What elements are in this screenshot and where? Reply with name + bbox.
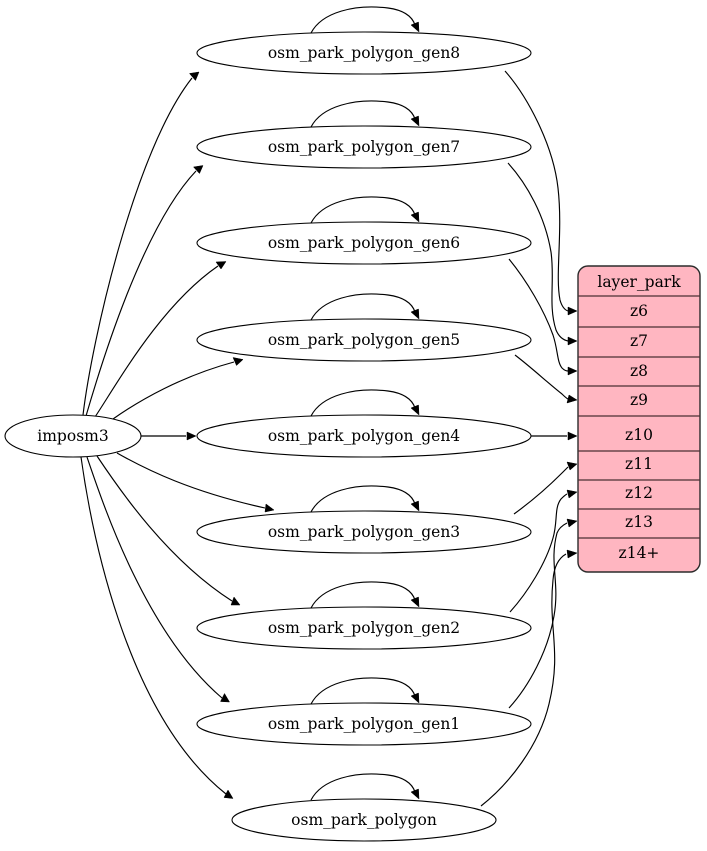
node-imposm3-label: imposm3 (37, 427, 108, 445)
self-loop-gen1 (310, 677, 420, 705)
layer-park-table[interactable]: layer_park z6 z7 z8 z9 z10 (577, 265, 701, 573)
table-row-z14plus[interactable]: z14+ (619, 544, 660, 562)
node-osm-park-polygon-gen6-label: osm_park_polygon_gen6 (268, 234, 460, 252)
edge-imposm3-to-gen3 (116, 452, 275, 513)
node-imposm3[interactable]: imposm3 (4, 414, 142, 458)
edge-gen8-to-z6 (504, 70, 578, 316)
edge-gen2-to-z12 (509, 489, 578, 613)
table-row-z14plus-label: z14+ (619, 544, 660, 562)
self-loop-gen2 (310, 581, 420, 609)
node-osm-park-polygon-label: osm_park_polygon (291, 811, 437, 829)
self-loop-edges (310, 6, 420, 801)
layer-park-title: layer_park (597, 273, 681, 291)
edges-from-imposm3 (80, 71, 275, 799)
table-row-z7[interactable]: z7 (578, 332, 700, 358)
edge-imposm3-to-osm-park-polygon (80, 456, 234, 799)
node-osm-park-polygon-gen1-shape[interactable] (196, 702, 532, 746)
node-osm-park-polygon-gen6[interactable]: osm_park_polygon_gen6 (196, 221, 532, 265)
table-row-z12-label: z12 (625, 484, 653, 502)
graph-nodes: imposm3 osm_park_polygon_gen8 osm_park_p… (4, 31, 532, 842)
node-osm-park-polygon-gen8-label: osm_park_polygon_gen8 (268, 44, 460, 62)
table-row-z8-label: z8 (630, 362, 648, 380)
node-osm-park-polygon-gen2[interactable]: osm_park_polygon_gen2 (196, 606, 532, 650)
node-osm-park-polygon-shape[interactable] (231, 798, 497, 842)
edge-imposm3-to-gen5 (112, 357, 244, 420)
table-row-z9[interactable]: z9 (578, 391, 700, 417)
table-row-z11-label: z11 (625, 455, 653, 473)
self-loop-gen6 (310, 196, 420, 224)
layer-park-table-box (577, 265, 701, 573)
node-osm-park-polygon-gen5[interactable]: osm_park_polygon_gen5 (196, 318, 532, 362)
edge-imposm3-to-gen8 (82, 71, 200, 416)
node-osm-park-polygon-gen7[interactable]: osm_park_polygon_gen7 (196, 125, 532, 169)
node-imposm3-shape[interactable] (4, 414, 142, 458)
node-osm-park-polygon-gen2-shape[interactable] (196, 606, 532, 650)
self-loop-gen8 (310, 6, 420, 34)
table-row-z8[interactable]: z8 (578, 362, 700, 387)
node-osm-park-polygon-gen3-shape[interactable] (196, 510, 532, 554)
node-osm-park-polygon-gen7-label: osm_park_polygon_gen7 (268, 138, 460, 156)
node-osm-park-polygon[interactable]: osm_park_polygon (231, 798, 497, 842)
self-loop-gen3 (310, 485, 420, 513)
edge-gen1-to-z13 (508, 518, 578, 709)
table-row-z10-label: z10 (625, 426, 653, 444)
edge-gen3-to-z11 (513, 461, 578, 515)
self-loop-gen5 (310, 293, 420, 321)
node-osm-park-polygon-gen8[interactable]: osm_park_polygon_gen8 (196, 31, 532, 75)
edge-osm-park-polygon-to-z14 (480, 549, 578, 807)
node-osm-park-polygon-gen4-label: osm_park_polygon_gen4 (268, 427, 460, 445)
table-row-z13-label: z13 (625, 513, 653, 531)
node-osm-park-polygon-gen1[interactable]: osm_park_polygon_gen1 (196, 702, 532, 746)
node-osm-park-polygon-gen4-shape[interactable] (196, 414, 532, 458)
edge-imposm3-to-gen4 (141, 431, 197, 441)
self-loop-gen7 (310, 100, 420, 128)
edge-gen6-to-z8 (508, 258, 578, 376)
self-loop-osm-park-polygon (310, 773, 420, 801)
self-loop-gen4 (310, 389, 420, 417)
edge-imposm3-to-gen7 (85, 165, 204, 417)
edge-imposm3-to-gen2 (96, 455, 241, 606)
table-row-z12[interactable]: z12 (578, 484, 700, 510)
table-row-z6[interactable]: z6 (578, 302, 700, 328)
node-osm-park-polygon-gen5-shape[interactable] (196, 318, 532, 362)
node-osm-park-polygon-gen2-label: osm_park_polygon_gen2 (268, 619, 460, 637)
edge-imposm3-to-gen6 (94, 261, 227, 418)
node-osm-park-polygon-gen4[interactable]: osm_park_polygon_gen4 (196, 414, 532, 458)
edge-gen7-to-z7 (507, 162, 578, 346)
edge-gen4-to-z10 (531, 431, 578, 441)
node-osm-park-polygon-gen7-shape[interactable] (196, 125, 532, 169)
edges-to-layer-park (480, 70, 578, 807)
table-row-z9-label: z9 (630, 391, 648, 409)
node-osm-park-polygon-gen5-label: osm_park_polygon_gen5 (268, 331, 460, 349)
node-osm-park-polygon-gen3[interactable]: osm_park_polygon_gen3 (196, 510, 532, 554)
node-osm-park-polygon-gen1-label: osm_park_polygon_gen1 (268, 715, 460, 733)
edge-gen5-to-z9 (514, 354, 578, 404)
layer-park-table-header: layer_park (578, 273, 700, 297)
table-row-z10[interactable]: z10 (578, 426, 700, 452)
table-row-z6-label: z6 (630, 302, 648, 320)
node-osm-park-polygon-gen3-label: osm_park_polygon_gen3 (268, 523, 460, 541)
table-row-z13[interactable]: z13 (578, 513, 700, 539)
node-osm-park-polygon-gen8-shape[interactable] (196, 31, 532, 75)
table-row-z7-label: z7 (630, 332, 648, 350)
edge-imposm3-to-gen1 (86, 456, 230, 703)
node-osm-park-polygon-gen6-shape[interactable] (196, 221, 532, 265)
table-row-z11[interactable]: z11 (578, 455, 700, 481)
